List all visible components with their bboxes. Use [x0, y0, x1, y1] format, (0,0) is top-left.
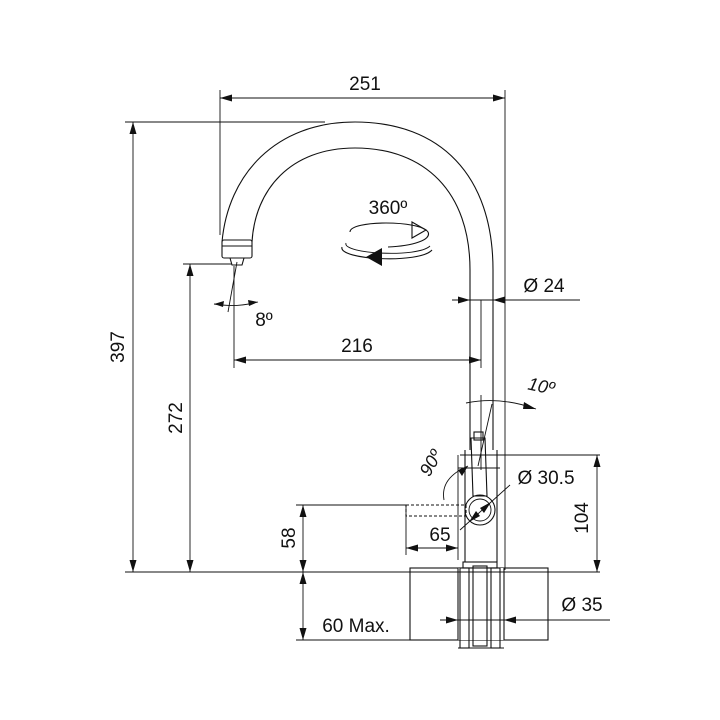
faucet-body [221, 121, 498, 562]
body-diameter-label: Ø 30.5 [517, 468, 574, 489]
dim-body-diameter: Ø 30.5 [459, 468, 575, 531]
total-height-label: 397 [108, 331, 129, 363]
spout-reach-label: 251 [349, 74, 381, 95]
spray-angle-label: 8º [255, 310, 273, 331]
dim-lever-length: 65 [405, 504, 467, 555]
dim-total-height: 397 [108, 121, 600, 573]
outlet-offset-label: 216 [341, 336, 373, 357]
dim-deck-thickness: 60 Max. [296, 572, 410, 641]
countertop-section [409, 561, 549, 649]
spout-height-label: 272 [166, 402, 187, 434]
lever-tilt-label: 10º [526, 374, 558, 399]
body-height-label: 104 [572, 502, 593, 534]
dim-outlet-offset: 216 [233, 266, 482, 368]
mount-diameter-label: Ø 35 [561, 595, 602, 616]
dim-lever-tilt: 10º [465, 374, 558, 470]
lever-height-label: 58 [279, 527, 300, 548]
lever-length-label: 65 [429, 525, 450, 546]
dim-tube-diameter: Ø 24 [452, 276, 580, 304]
deck-thickness-label: 60 Max. [322, 616, 390, 637]
dim-body-height: 104 [460, 454, 601, 572]
dim-lever-angle: 90º [415, 445, 500, 560]
dim-spray-angle: 8º [213, 261, 273, 331]
rotation-label: 360º [369, 198, 408, 219]
tube-diameter-label: Ø 24 [523, 276, 565, 297]
dim-spout-height: 272 [166, 263, 232, 572]
rotation-arrow-icon: 360º [341, 198, 433, 266]
lever-angle-label: 90º [415, 445, 446, 479]
dim-mount-diameter: Ø 35 [440, 595, 610, 624]
dim-lever-height: 58 [279, 504, 406, 572]
